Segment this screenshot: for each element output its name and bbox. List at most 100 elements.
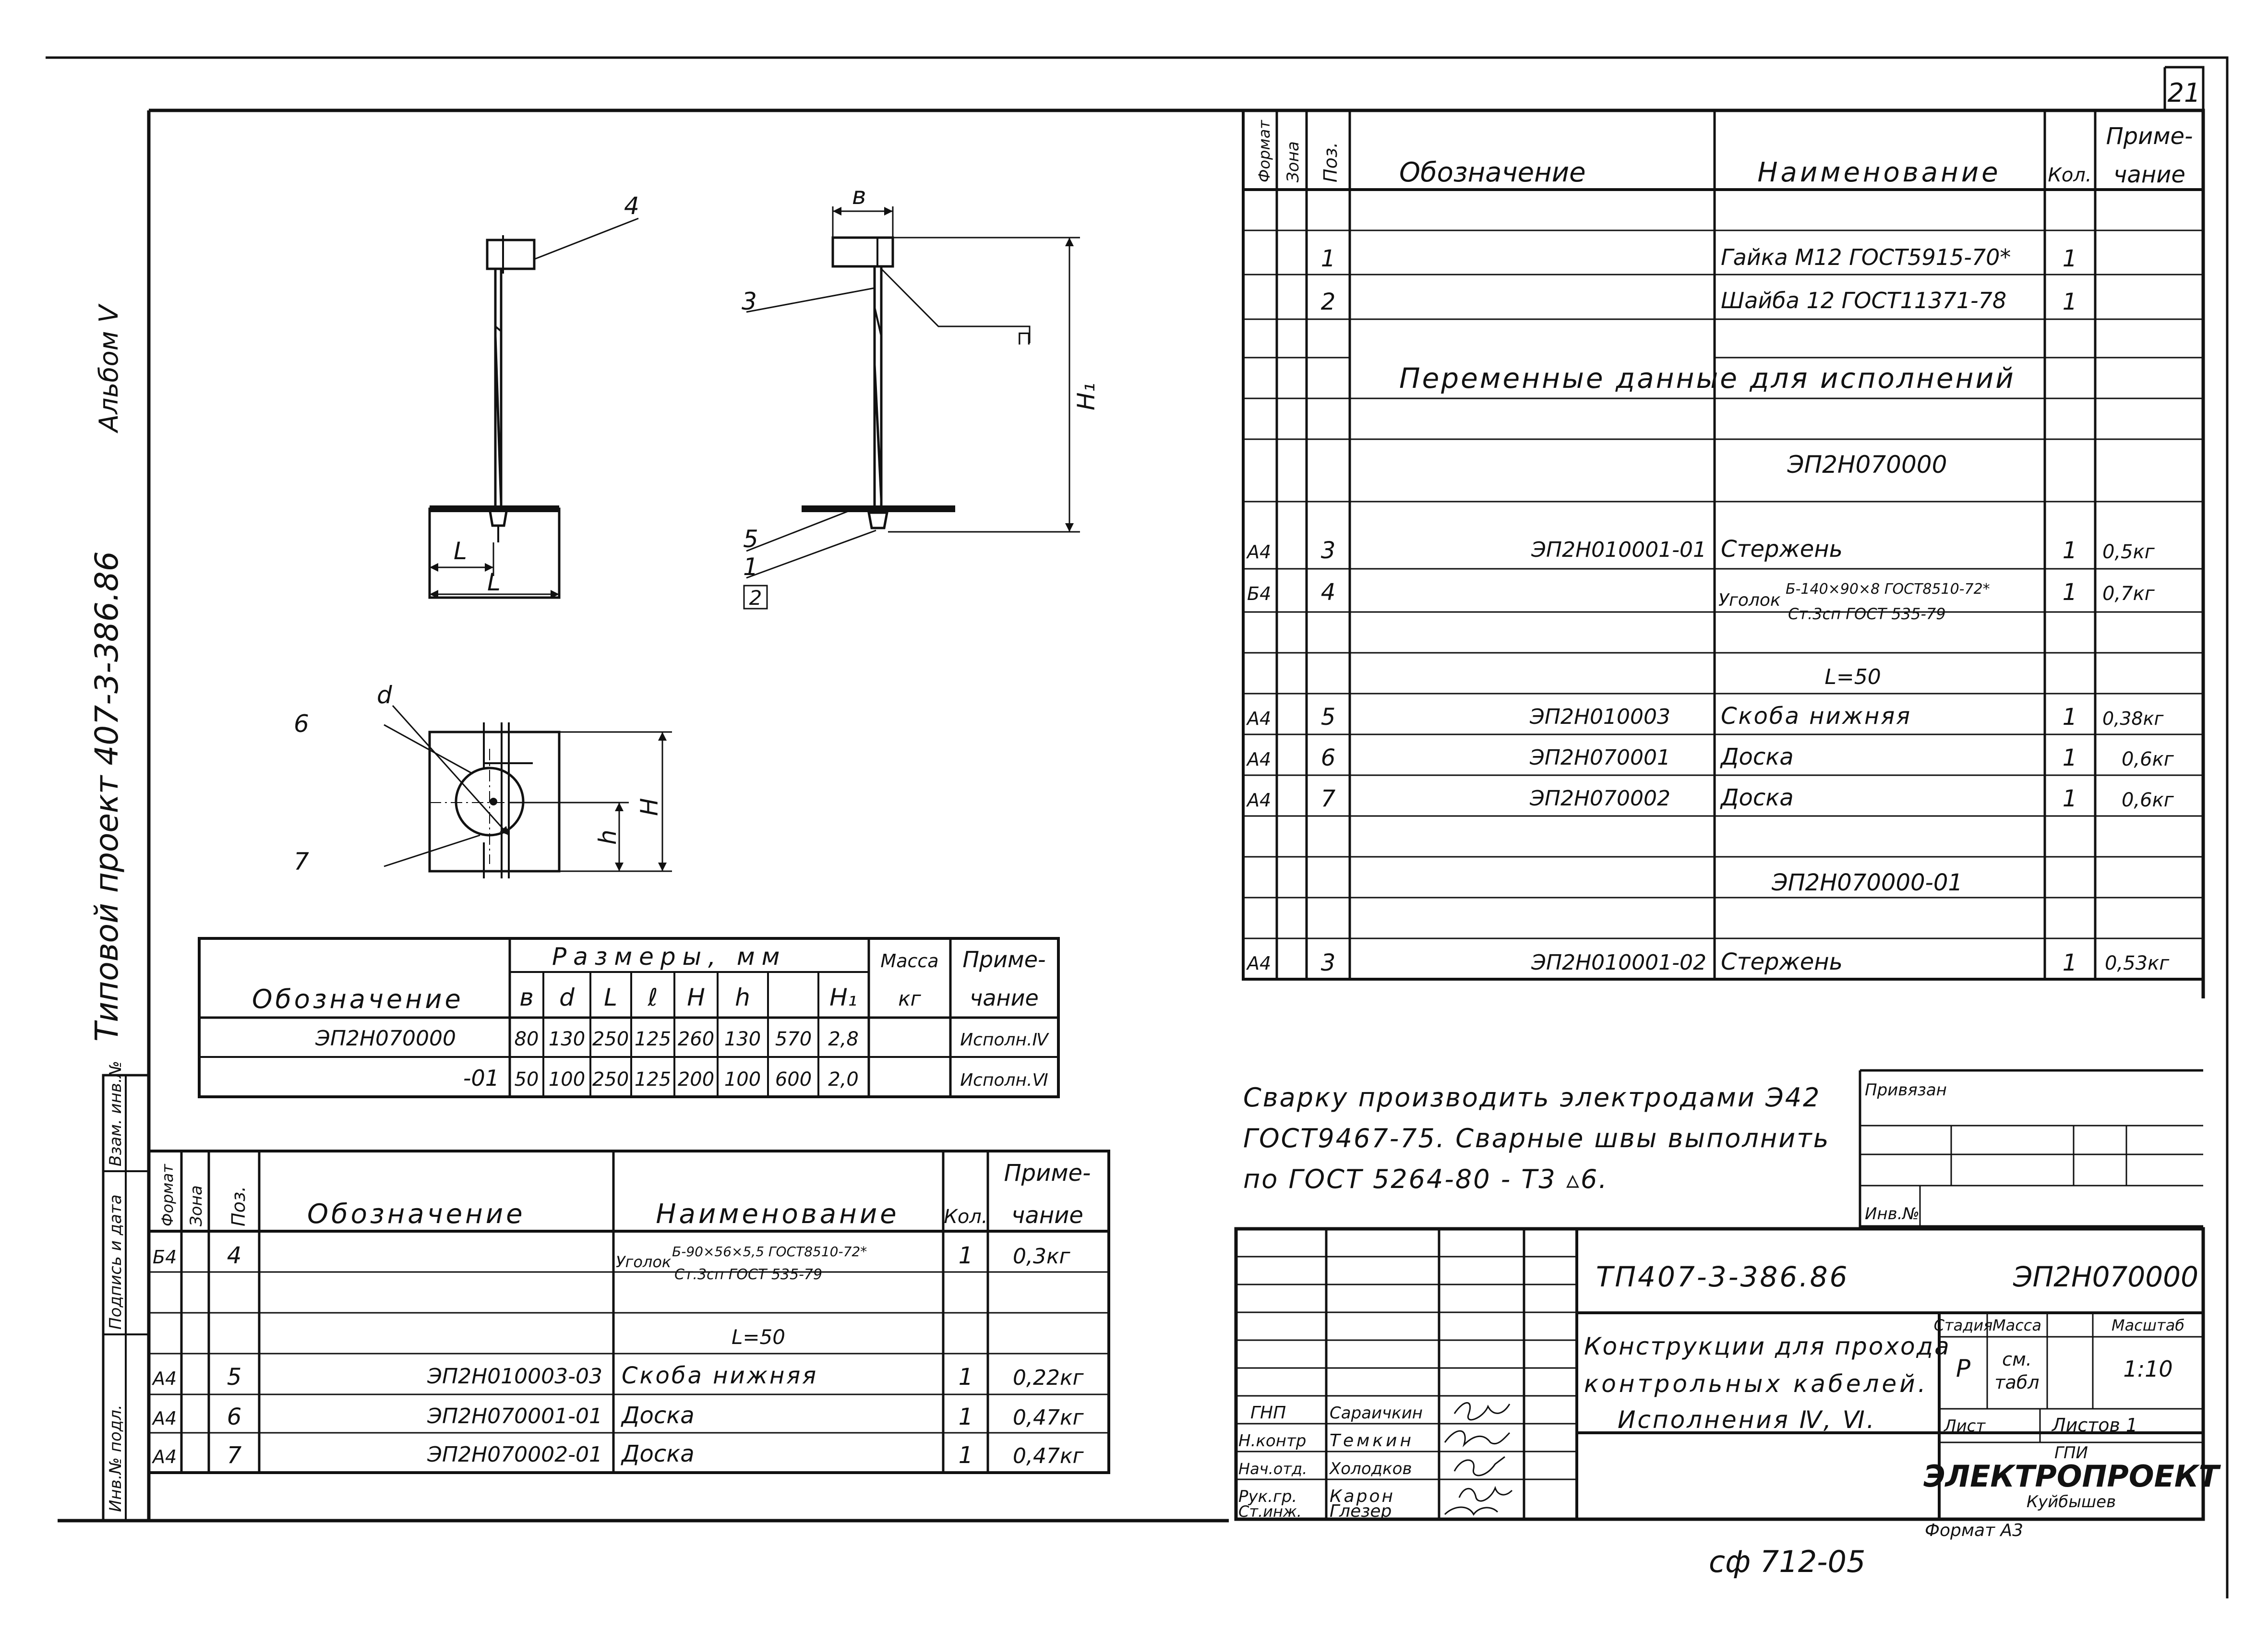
spec-right-qty: 1 bbox=[2063, 245, 2077, 272]
sig-role: ГНП bbox=[1250, 1403, 1286, 1423]
pos-label-7: 7 bbox=[294, 848, 309, 876]
spec-left-length: L=50 bbox=[732, 1325, 785, 1349]
dims-cell: 130 bbox=[549, 1028, 585, 1050]
spec-left-designation: ЭП2Н070001-01 bbox=[427, 1404, 602, 1428]
spec-right-angle-top: Б-140×90×8 ГОСТ8510-72* bbox=[1786, 581, 1990, 598]
spec-right-variant-2: ЭП2Н070000-01 bbox=[1771, 869, 1963, 896]
dims-col-H: H bbox=[687, 984, 705, 1011]
spec-right-designation: ЭП2Н010001-02 bbox=[1531, 950, 1706, 975]
dim-label-L: L bbox=[487, 568, 501, 596]
spec-left-note: 0,22кг bbox=[1013, 1366, 1084, 1390]
sig-name: Холодков bbox=[1329, 1459, 1412, 1478]
sig-name: Темкин bbox=[1330, 1431, 1414, 1451]
spec-left-head-format: Формат bbox=[158, 1164, 177, 1226]
spec-right-name: Стержень bbox=[1721, 536, 1843, 563]
project-label: Типовой проект 407-3-386.86 bbox=[88, 551, 125, 1042]
dims-col-H1: H₁ bbox=[829, 984, 857, 1011]
dim-label-b: в bbox=[852, 182, 866, 210]
dims-mass: 2,0 bbox=[828, 1068, 859, 1091]
dims-note: Исполн.Ⅵ bbox=[960, 1070, 1048, 1090]
spec-right-note: 0,5кг bbox=[2102, 541, 2155, 563]
spec-left-qty: 1 bbox=[959, 1364, 973, 1391]
spec-left-pos: 6 bbox=[227, 1404, 242, 1430]
dims-row2-designation: -01 bbox=[463, 1065, 499, 1091]
title-line-2: контрольных кабелей. bbox=[1584, 1370, 1929, 1398]
spec-right-note: 0,6кг bbox=[2122, 748, 2174, 770]
dims-col-l: ℓ bbox=[648, 984, 658, 1011]
org-line-3: Куйбышев bbox=[2027, 1492, 2116, 1512]
pos-label-3: 3 bbox=[742, 288, 757, 315]
spec-left-head-note-2: чание bbox=[1011, 1202, 1083, 1229]
privyazan-box bbox=[1859, 1069, 2203, 1228]
dims-cell: 50 bbox=[515, 1068, 539, 1091]
sheets-label: Листов 1 bbox=[2051, 1415, 2137, 1436]
spec-right-pos: 3 bbox=[1321, 537, 1336, 564]
dims-col-b: в bbox=[519, 984, 533, 1011]
spec-right-section-title: Переменные данные для исполнений bbox=[1399, 362, 2016, 395]
spec-right-head-name: Наименование bbox=[1757, 157, 2001, 188]
scale-value: 1:10 bbox=[2123, 1356, 2172, 1382]
dims-row-1: ЭП2Н070000 80 130 250 125 260 130 570 2,… bbox=[315, 1026, 1049, 1051]
spec-right-pos: 7 bbox=[1321, 785, 1336, 812]
spec-left-pos: 4 bbox=[227, 1242, 242, 1269]
dims-cell: 125 bbox=[635, 1068, 671, 1091]
left-margin: Альбом Ⅴ Типовой проект 407-3-386.86 bbox=[88, 303, 125, 1042]
dims-head-note-1: Приме- bbox=[962, 947, 1045, 972]
dims-col-L: L bbox=[604, 984, 617, 1011]
sig-role: Ст.инж. bbox=[1238, 1502, 1302, 1521]
spec-left-note: 0,47кг bbox=[1013, 1444, 1084, 1468]
note-line-2: ГОСТ9467-75. Сварные швы выполнить bbox=[1243, 1123, 1830, 1153]
mass-value-2: табл bbox=[1994, 1372, 2039, 1393]
spec-right-name: Доска bbox=[1720, 784, 1794, 811]
dims-cell: 100 bbox=[549, 1068, 585, 1091]
spec-left-pos: 7 bbox=[227, 1442, 242, 1469]
spec-right-format: А4 bbox=[1246, 541, 1271, 563]
dim-label-d: d bbox=[377, 681, 392, 709]
dim-label-l-small: L bbox=[454, 537, 467, 565]
spec-right-pos: 3 bbox=[1321, 949, 1336, 976]
dims-col-headers: в d L ℓ H h H₁ bbox=[519, 984, 857, 1011]
spec-right-format: А4 bbox=[1246, 953, 1271, 974]
spec-left-angle-main: Уголок bbox=[616, 1253, 672, 1271]
sig-role: Нач.отд. bbox=[1238, 1460, 1307, 1478]
spec-right-head-note-2: чание bbox=[2113, 161, 2185, 188]
sig-role: Н.контр bbox=[1238, 1431, 1306, 1451]
spec-right-pos: 1 bbox=[1321, 245, 1336, 272]
stamp-label-inv: Инв.№ подл. bbox=[106, 1404, 125, 1512]
spec-right-pos: 2 bbox=[1321, 288, 1336, 315]
spec-right-note: 0,38кг bbox=[2102, 708, 2164, 729]
spec-left-rows: Б4 4 Уголок Б-90×56×5,5 ГОСТ8510-72* Ст.… bbox=[151, 1242, 1084, 1469]
spec-right-pos: 4 bbox=[1321, 579, 1336, 606]
spec-right-qty: 1 bbox=[2063, 785, 2077, 812]
weld-mark: ⊐ bbox=[1012, 330, 1034, 347]
spec-left-format: А4 bbox=[151, 1408, 177, 1429]
sig-name: Карон bbox=[1330, 1487, 1395, 1506]
spec-right-note: 0,53кг bbox=[2105, 952, 2170, 974]
spec-right-note: 0,7кг bbox=[2102, 583, 2155, 605]
spec-right-length: L=50 bbox=[1824, 665, 1881, 689]
stage-label: Стадия bbox=[1934, 1316, 1993, 1334]
spec-right-name: Доска bbox=[1720, 744, 1794, 770]
dims-cell: 600 bbox=[775, 1068, 812, 1091]
stamp-label-replace: Взам. инв.№ bbox=[106, 1061, 125, 1166]
spec-right-angle-bottom: Ст.3сп ГОСТ 535-79 bbox=[1788, 605, 1946, 623]
dims-mass: 2,8 bbox=[828, 1028, 859, 1050]
privyazan-inv: Инв.№ bbox=[1865, 1204, 1920, 1224]
org-line-2: ЭЛЕКТРОПРОЕКТ bbox=[1923, 1459, 2221, 1494]
spec-right-rows: 1 Гайка М12 ГОСТ5915-70* 1 2 Шайба 12 ГО… bbox=[1246, 244, 2174, 976]
spec-right-head-note-1: Приме- bbox=[2106, 123, 2193, 150]
signatures: ГНП Сараичкин Н.контр Темкин Нач.отд. Хо… bbox=[1238, 1403, 1423, 1521]
sheet-number: 21 bbox=[2168, 78, 2201, 108]
sheet-number-box: 21 bbox=[2163, 66, 2205, 110]
plan-view bbox=[428, 722, 561, 878]
spec-right-name: Стержень bbox=[1721, 948, 1843, 975]
dims-cell: 100 bbox=[724, 1068, 761, 1091]
dims-cell: 130 bbox=[724, 1028, 761, 1050]
album-label: Альбом Ⅴ bbox=[94, 303, 124, 433]
dim-label-H: H bbox=[636, 798, 663, 816]
spec-right-qty: 1 bbox=[2063, 949, 2077, 976]
spec-right-designation: ЭП2Н010003 bbox=[1529, 705, 1670, 729]
spec-right-name: Шайба 12 ГОСТ11371-78 bbox=[1721, 288, 2006, 313]
note-line-3: по ГОСТ 5264-80 - Т3 ▵6. bbox=[1243, 1164, 1608, 1194]
